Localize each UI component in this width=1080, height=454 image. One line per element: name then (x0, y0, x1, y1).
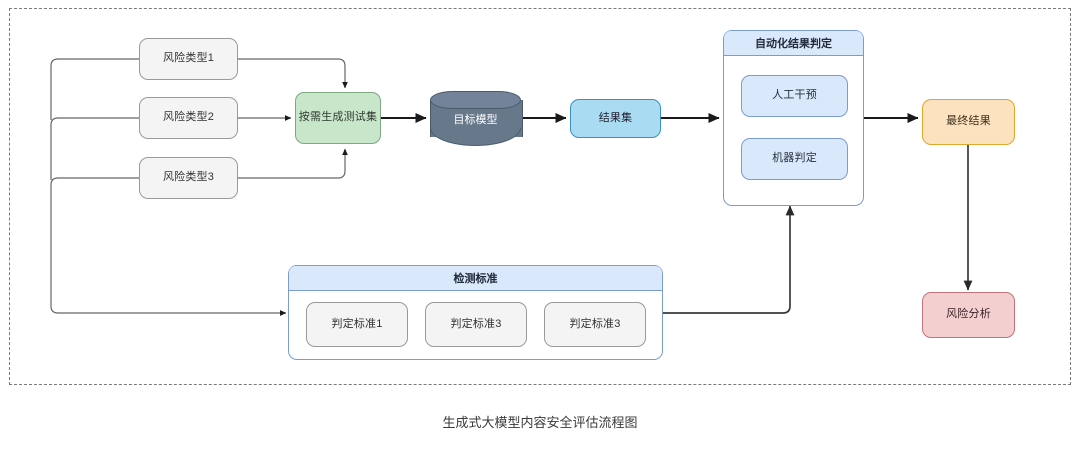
node-machine-decision-label: 机器判定 (772, 152, 817, 165)
node-risk-analysis[interactable]: 风险分析 (922, 292, 1015, 338)
node-result-set-label: 结果集 (598, 111, 633, 124)
node-criterion-3[interactable]: 判定标准3 (544, 302, 646, 347)
panel-automation-decision[interactable]: 自动化结果判定 人工干预 机器判定 (723, 30, 864, 206)
panel-standards-title: 检测标准 (289, 266, 662, 291)
node-generate-testset[interactable]: 按需生成测试集 (295, 92, 381, 144)
diagram-caption: 生成式大模型内容安全评估流程图 (442, 415, 638, 430)
panel-detection-standards[interactable]: 检测标准 判定标准1 判定标准3 判定标准3 (288, 265, 663, 360)
node-machine-decision[interactable]: 机器判定 (741, 138, 848, 180)
node-manual-intervention[interactable]: 人工干预 (741, 75, 848, 117)
node-risk-type-1-label: 风险类型1 (162, 52, 215, 65)
node-risk-type-1[interactable]: 风险类型1 (139, 38, 238, 80)
node-risk-type-2[interactable]: 风险类型2 (139, 97, 238, 139)
node-criterion-1-label: 判定标准1 (331, 317, 383, 330)
node-target-model-label: 目标模型 (453, 113, 498, 126)
node-generate-testset-label: 按需生成测试集 (298, 111, 378, 124)
node-target-model[interactable]: 目标模型 (430, 91, 523, 146)
node-criterion-1[interactable]: 判定标准1 (306, 302, 408, 347)
node-criterion-2[interactable]: 判定标准3 (425, 302, 527, 347)
node-risk-type-3-label: 风险类型3 (162, 171, 215, 184)
diagram-outer-frame (9, 8, 1071, 385)
node-result-set[interactable]: 结果集 (570, 99, 661, 138)
node-criterion-2-label: 判定标准3 (450, 317, 502, 330)
node-final-result-label: 最终结果 (946, 115, 991, 128)
node-final-result[interactable]: 最终结果 (922, 99, 1015, 145)
node-manual-intervention-label: 人工干预 (772, 89, 817, 102)
panel-automation-title: 自动化结果判定 (724, 31, 863, 56)
node-risk-type-2-label: 风险类型2 (162, 111, 215, 124)
node-risk-analysis-label: 风险分析 (946, 308, 991, 321)
node-risk-type-3[interactable]: 风险类型3 (139, 157, 238, 199)
cylinder-top (430, 91, 521, 109)
node-criterion-3-label: 判定标准3 (569, 317, 621, 330)
